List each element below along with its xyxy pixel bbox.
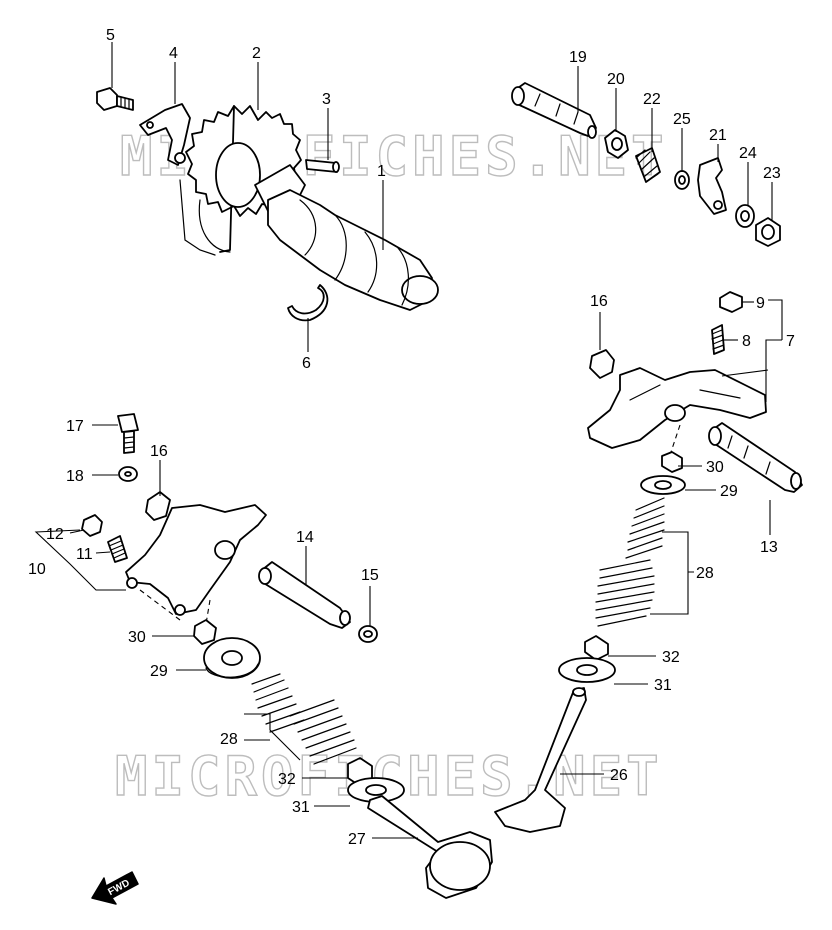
label-24: 24 [739,145,757,162]
rocker-shaft-13 [708,422,803,493]
label-15: 15 [361,567,379,584]
label-29-left: 29 [150,663,168,680]
label-2: 2 [252,45,261,62]
label-10: 10 [28,561,46,578]
label-18: 18 [66,468,84,485]
label-4: 4 [169,45,178,62]
dowel-pin [305,159,340,173]
label-9: 9 [756,295,765,312]
camshaft [254,164,439,311]
o-ring-15 [358,625,378,643]
cam-sprocket [179,105,302,256]
label-28-left: 28 [220,731,238,748]
retainer-29-left [203,637,261,679]
label-30-left: 30 [128,629,146,646]
rocker-arm-intake [125,504,267,616]
valve-spring-outer-right [595,559,655,627]
seat-31-left [347,777,405,803]
leader-lines [34,42,783,839]
label-1: 1 [377,163,386,180]
valve-spring-outer-left [289,699,357,765]
seat-31-right [558,657,616,683]
locknut-9 [719,291,743,313]
label-23: 23 [763,165,781,182]
exhaust-valve-26 [494,687,587,833]
washer-18 [118,466,138,482]
label-8: 8 [742,333,751,350]
valve-spring-inner-right [625,497,665,559]
cotter-30-left [193,619,217,645]
circlip-6 [287,284,329,322]
label-19: 19 [569,49,587,66]
adjuster-screw-11 [107,535,128,563]
retainer-29-right [640,475,686,495]
label-20: 20 [607,71,625,88]
label-13: 13 [760,539,778,556]
nut-20 [604,129,629,159]
cotter-30-right [661,451,683,473]
label-31-right: 31 [654,677,672,694]
label-6: 6 [302,355,311,372]
spring-22 [635,147,661,183]
label-16-right: 16 [590,293,608,310]
label-25: 25 [673,111,691,128]
label-17: 17 [66,418,84,435]
label-32-right: 32 [662,649,680,666]
seal-32-right [584,635,609,661]
bolt-5 [96,87,134,111]
label-3: 3 [322,91,331,108]
decomp-shaft [511,82,597,139]
washer-25 [674,170,690,190]
part-labels: 5 4 2 3 1 6 19 20 22 25 21 24 23 9 8 7 1… [28,27,795,848]
label-16-left: 16 [150,443,168,460]
label-7: 7 [786,333,795,350]
decomp-arm-21 [697,157,727,215]
label-12: 12 [46,526,64,543]
label-31-left: 31 [292,799,310,816]
label-21: 21 [709,127,727,144]
rocker-cap-16-left [145,491,171,521]
label-26: 26 [610,767,628,784]
locknut-12 [81,514,103,537]
label-28-right: 28 [696,565,714,582]
decompression-plate [139,103,191,166]
label-27: 27 [348,831,366,848]
bolt-17 [117,413,139,454]
label-32-left: 32 [278,771,296,788]
adjuster-screw-8 [711,324,725,355]
label-22: 22 [643,91,661,108]
rocker-cap-16-right [589,349,615,379]
rocker-arm-exhaust [587,367,767,449]
label-14: 14 [296,529,314,546]
valve-spring-inner-left [251,673,305,733]
rocker-shaft-14 [258,561,351,629]
label-11: 11 [76,546,93,563]
nut-23 [755,217,781,247]
intake-valve-27 [367,795,493,899]
label-5: 5 [106,27,115,44]
label-29-right: 29 [720,483,738,500]
washer-24 [735,204,755,228]
forward-arrow-icon: FWD [91,871,139,905]
label-30-right: 30 [706,459,724,476]
